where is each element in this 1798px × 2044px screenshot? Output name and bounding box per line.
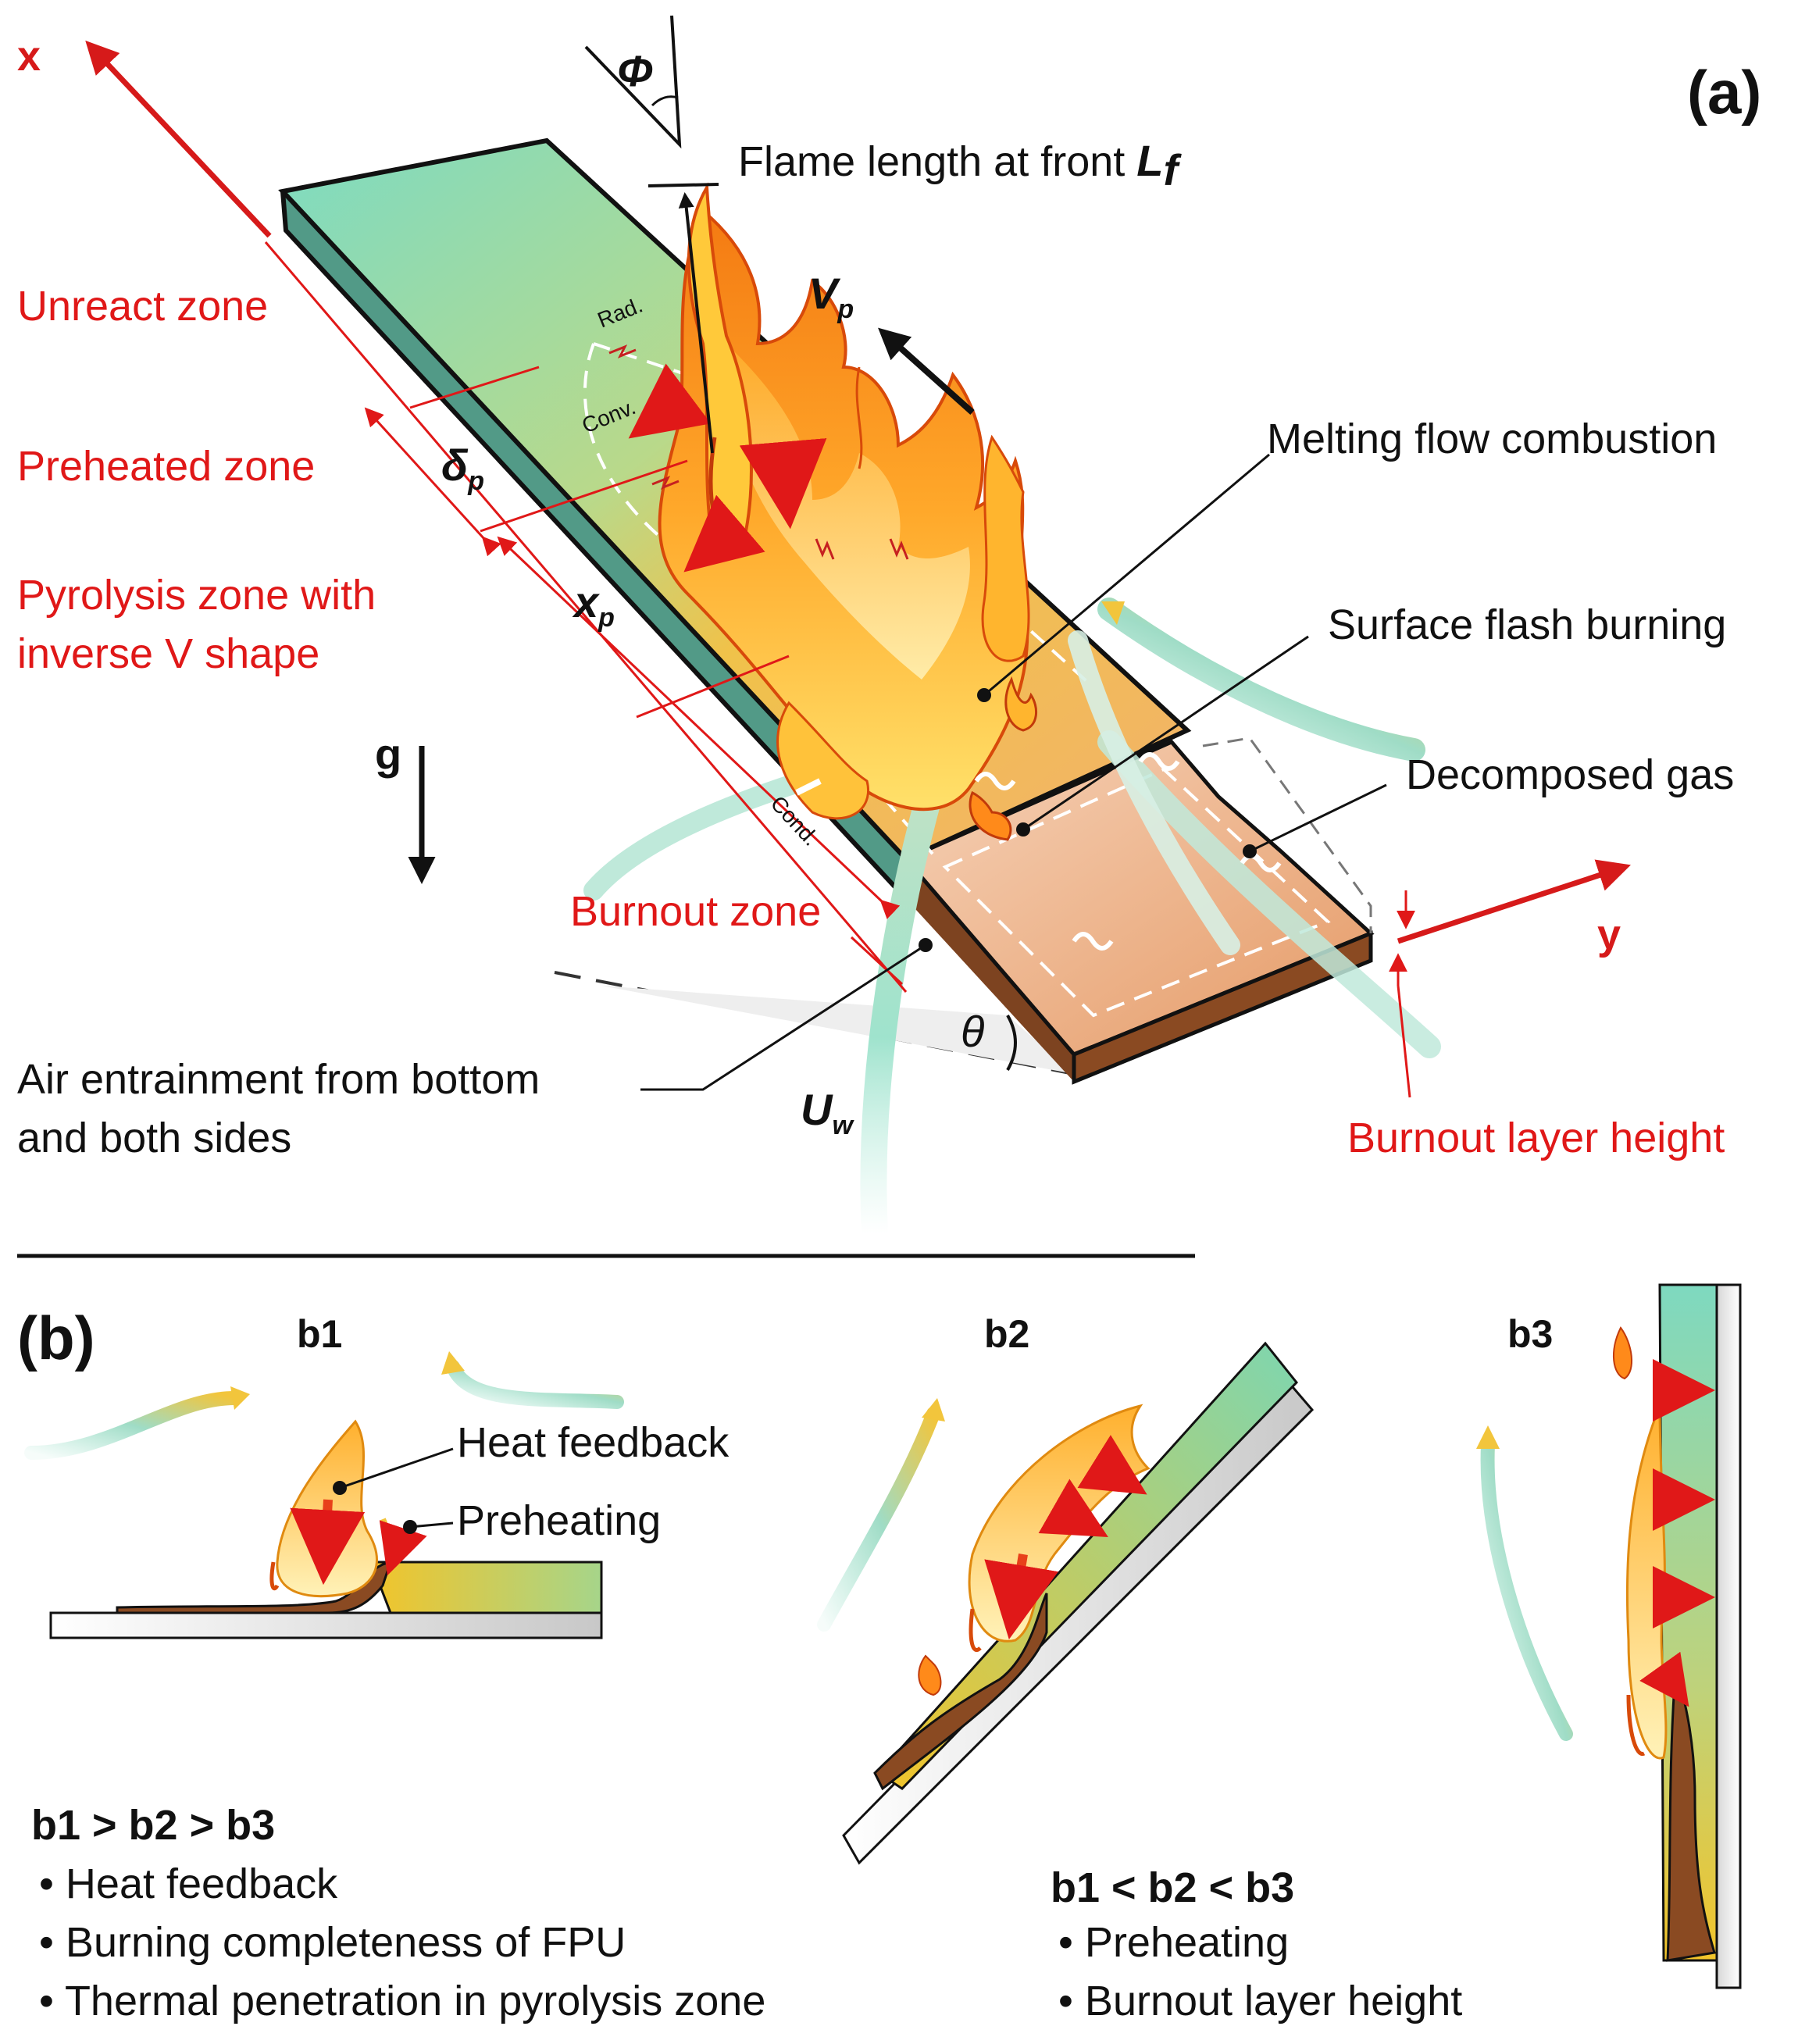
flame-body [658, 182, 1030, 820]
flame-length-label: Flame length at front Lf [738, 136, 1182, 194]
b3-label: b3 [1507, 1312, 1553, 1356]
surface-flamelet [969, 790, 1012, 841]
unreact-zone-label: Unreact zone [17, 283, 268, 330]
list-right-item-2: • Burnout layer height [1058, 1978, 1462, 2024]
air-entrainment-label-1: Air entrainment from bottom [17, 1056, 540, 1103]
leader-burnout [850, 936, 904, 986]
uw-label: Uw [801, 1085, 854, 1140]
gas-squiggle-4 [1138, 752, 1180, 771]
y-axis-label: y [1597, 911, 1621, 958]
x-p-arrow [497, 536, 901, 919]
y-axis-arrow [1397, 859, 1631, 944]
phi-angle [584, 15, 682, 149]
air-stream-right-low [1097, 730, 1441, 1058]
panel-a-tag: (a) [1687, 58, 1761, 127]
air-stream-mid [1068, 630, 1240, 955]
gas-squiggle-2 [1072, 932, 1114, 951]
burnout-height-label: Burnout layer height [1347, 1115, 1725, 1161]
list-left-item-1: • Heat feedback [39, 1860, 338, 1907]
pyrolysis-zone-label-1: Pyrolysis zone with [17, 572, 376, 619]
rad-squiggle-2 [651, 476, 680, 490]
x-axis-label: x [17, 33, 41, 80]
incline-shade [601, 986, 1074, 1074]
gas-squiggle-1 [974, 772, 1016, 790]
leader-air [640, 944, 926, 1091]
x-p-label: xp [572, 577, 615, 633]
char-front [1072, 930, 1373, 1085]
b1-preheating-leader [409, 1521, 454, 1529]
leader-surface [1022, 635, 1309, 831]
x-axis-arrow [85, 40, 272, 238]
flame-length-arrow [678, 192, 714, 454]
theta-label: θ [961, 1007, 984, 1056]
delta-p-arrow [364, 407, 501, 557]
heat-feedback-label: Heat feedback [457, 1419, 730, 1466]
leader-melting [983, 453, 1270, 697]
delta-p-label: δp [441, 441, 484, 496]
flame-length-tick [647, 183, 719, 187]
preheating-callout-label: Preheating [457, 1497, 661, 1544]
theta-arc [1006, 1015, 1017, 1071]
conv-arrow [628, 363, 712, 439]
vp-arrow [878, 327, 975, 415]
burnout-height-leader [1397, 985, 1411, 1098]
panel-a-illustration [85, 15, 1631, 1247]
leader-decomposed [1249, 783, 1387, 853]
b2-label: b2 [984, 1312, 1029, 1356]
b2-illustration [817, 1341, 1315, 1865]
phi-label: Φ [617, 46, 653, 95]
melt-flamelet [1004, 676, 1038, 732]
b1-illustration [24, 1351, 624, 1639]
panel-b-tag: (b) [17, 1304, 95, 1372]
melting-flow-label: Melting flow combustion [1267, 416, 1717, 462]
pyrolysis-zone-label-2: inverse V shape [17, 630, 319, 677]
rad-squiggle-1 [608, 344, 637, 359]
list-left-item-2: • Burning completeness of FPU [39, 1919, 626, 1966]
b1-heat-feedback-leader [339, 1447, 454, 1489]
char-side [898, 859, 1074, 1082]
melt-flow-arrow-1 [739, 438, 827, 530]
char-dashed-outline [942, 767, 1331, 1018]
air-stream-right [1097, 598, 1425, 762]
leader-preheated [480, 459, 688, 533]
list-right-heading: b1 < b2 < b3 [1051, 1864, 1294, 1911]
vp-label: Vp [808, 269, 854, 324]
leader-unreact [409, 366, 540, 409]
surface-flash-label: Surface flash burning [1328, 601, 1726, 648]
gravity-label: g [375, 729, 401, 779]
burnout-zone-label: Burnout zone [570, 888, 821, 935]
preheated-zone-label: Preheated zone [17, 443, 315, 490]
list-left-heading: b1 > b2 > b3 [31, 1802, 275, 1849]
list-right-item-1: • Preheating [1058, 1919, 1289, 1966]
b3-illustration [1476, 1283, 1742, 1989]
decomposed-gas-label: Decomposed gas [1406, 751, 1734, 798]
list-left-item-3: • Thermal penetration in pyrolysis zone [39, 1978, 765, 2024]
b1-label: b1 [297, 1312, 342, 1356]
air-entrainment-label-2: and both sides [17, 1115, 291, 1161]
